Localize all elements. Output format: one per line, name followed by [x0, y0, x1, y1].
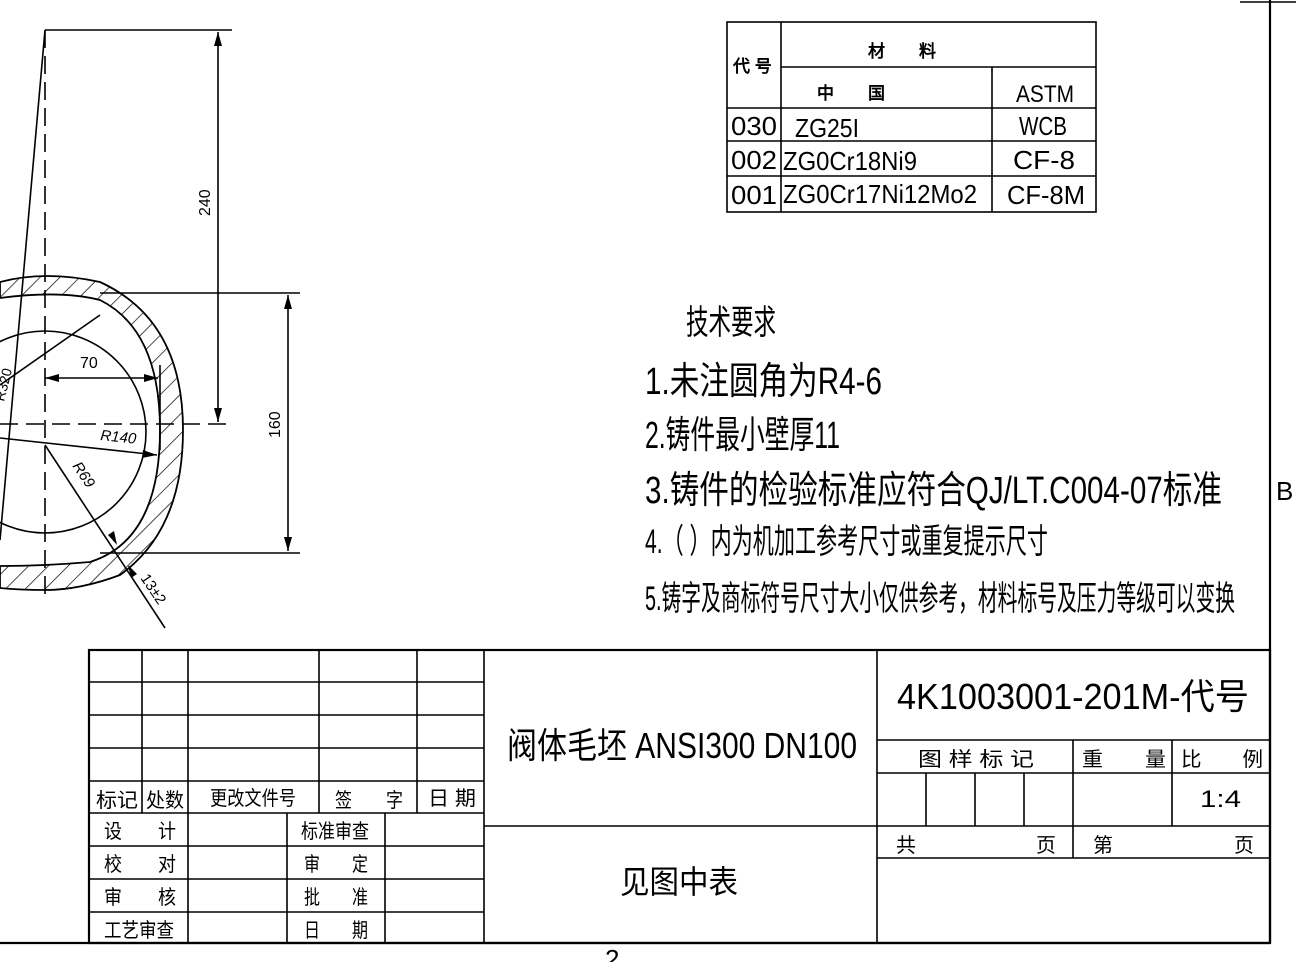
row-code: 002	[731, 145, 777, 175]
china-header: 中 国	[817, 83, 885, 103]
sign-check: 校 对	[104, 853, 176, 876]
row-astm: CF-8	[1013, 145, 1075, 175]
zone-number: 2	[605, 944, 619, 962]
tech-item: 2.铸件最小壁厚11	[645, 415, 840, 457]
sign-approve: 审 定	[304, 853, 368, 876]
dim-wall-thickness: 13±2	[137, 571, 170, 608]
sign-process: 工艺审查	[104, 919, 174, 942]
sign-date: 日 期	[304, 920, 368, 942]
scale-label: 比 例	[1181, 748, 1263, 771]
dim-70: 70	[80, 355, 98, 372]
row-astm: CF-8M	[1007, 180, 1085, 210]
material-header: 材 料	[868, 41, 936, 61]
zone-letter: B	[1276, 476, 1293, 506]
sign-standard: 标准审查	[301, 820, 369, 843]
part-name: 阀体毛坯 ANSI300 DN100	[507, 725, 857, 766]
material-note: 见图中表	[620, 864, 738, 900]
total-pages-label: 共	[896, 834, 916, 857]
row-astm: WCB	[1019, 111, 1067, 141]
row-code: 030	[731, 111, 777, 141]
section-view: 240 160 70 R140 R69 13±2 R320	[0, 29, 300, 629]
row-code: 001	[731, 180, 777, 210]
sign-design: 设 计	[104, 820, 176, 843]
rev-header-sign: 签 字	[335, 789, 403, 812]
weight-label: 重 量	[1082, 748, 1166, 771]
tech-item: 4.（ ）内为机加工参考尺寸或重复提示尺寸	[645, 523, 1048, 561]
rev-header-date: 日 期	[428, 788, 476, 810]
astm-header: ASTM	[1016, 81, 1074, 108]
rev-header-count: 处数	[146, 789, 184, 812]
tech-title: 技术要求	[686, 304, 776, 342]
total-pages-unit: 页	[1036, 835, 1056, 857]
dim-r140: R140	[100, 427, 138, 448]
wall-hatch	[0, 275, 184, 591]
dim-160: 160	[267, 411, 284, 438]
row-china: ZG25I	[795, 113, 859, 143]
code-header: 代 号	[732, 56, 772, 76]
sign-authorize: 批 准	[304, 886, 368, 909]
technical-requirements: 技术要求 1.未注圆角为R4-6 2.铸件最小壁厚11 3.铸件的检验标准应符合…	[645, 304, 1235, 618]
sign-review: 审 核	[104, 886, 176, 909]
rev-header-mark: 标记	[96, 789, 138, 812]
title-block: 标记 处数 更改文件号 签 字 日 期 设 计 校 对 审 核 工艺审查 标准审…	[87, 648, 1272, 945]
tech-item: 1.未注圆角为R4-6	[645, 361, 882, 403]
row-china: ZG0Cr17Ni12Mo2	[783, 179, 977, 209]
dim-240: 240	[197, 189, 214, 216]
page-number-label: 第	[1093, 834, 1113, 857]
page-number-unit: 页	[1234, 835, 1254, 857]
drawing-number: 4K1003001-201M-代号	[897, 676, 1249, 717]
row-china: ZG0Cr18Ni9	[783, 146, 917, 176]
materials-table: 代 号 材 料 中 国 ASTM 030 ZG25I WCB 002 ZG0Cr…	[726, 21, 1097, 213]
pattern-mark-label: 图 样 标 记	[918, 748, 1034, 771]
tech-item: 5.铸字及商标符号尺寸大小仅供参考，材料标号及压力等级可以变换	[645, 580, 1235, 618]
tech-item: 3.铸件的检验标准应符合QJ/LT.C004-07标准	[645, 470, 1222, 512]
rev-header-docno: 更改文件号	[210, 787, 296, 810]
scale-value: 1:4	[1200, 786, 1241, 813]
